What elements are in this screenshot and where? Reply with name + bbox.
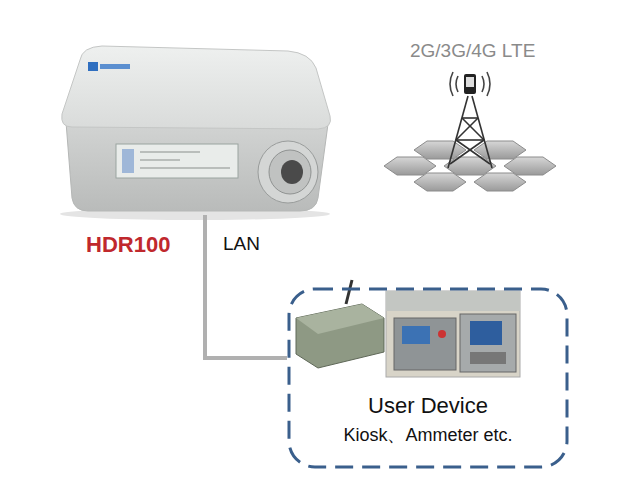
device-name: HDR100 [86, 230, 170, 260]
cell-tower-icon [384, 72, 556, 191]
text-holder: HDR100 [86, 230, 170, 260]
device-node: HDR100 [60, 40, 322, 215]
router-device [60, 46, 331, 220]
text-holder: User DeviceKiosk、Ammeter etc. [287, 391, 569, 449]
group-title: User Device [287, 391, 569, 421]
network-label: 2G/3G/4G LTE [410, 40, 535, 62]
group-subtitle: Kiosk、Ammeter etc. [287, 421, 569, 449]
lan-cable [205, 215, 287, 358]
user-device-pictures [296, 280, 520, 377]
dashed-group-box: User DeviceKiosk、Ammeter etc. [287, 287, 569, 469]
edge-label: LAN [223, 233, 260, 255]
